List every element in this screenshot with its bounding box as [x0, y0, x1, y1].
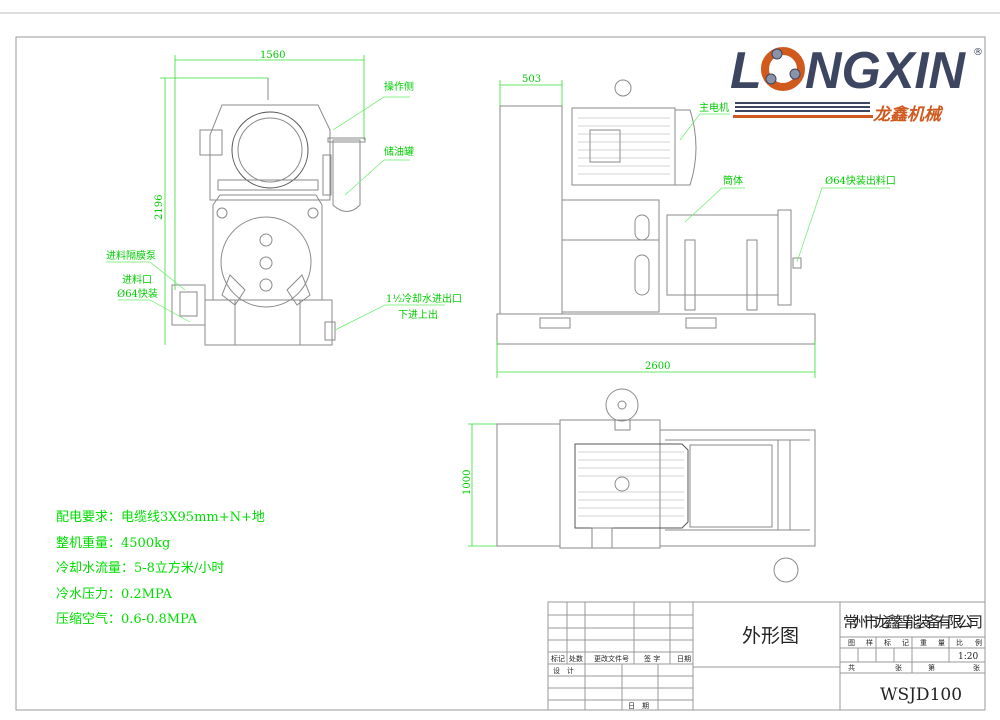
sheet-label: 张	[973, 663, 980, 672]
logo-ball	[765, 73, 777, 85]
title-block: 标记 处数 更改文件号 签 字 日期 设 计 日 期 外形图 常州市龙鑫智能装备…	[547, 601, 986, 711]
registered-mark: ®	[973, 47, 983, 58]
logo-o-ring	[761, 47, 805, 91]
logo-ball	[771, 48, 783, 60]
side-view: 503 2600 主电机 筒体 Ø64快装出料口	[496, 74, 896, 378]
note-power: 配电要求：电缆线3X95mm+N+地	[56, 510, 265, 525]
attr-header: 重	[920, 639, 927, 647]
callout-feed-pump: 进料隔膜泵	[106, 249, 156, 262]
drawing-name: 外形图	[742, 625, 799, 647]
dim-side-offset: 503	[522, 74, 541, 85]
scale-value: 1:20	[958, 652, 978, 662]
sheet-label: 张	[895, 663, 902, 672]
logo-stripe	[735, 110, 870, 112]
logo-stripe	[735, 106, 870, 108]
drawing-number: WSJD100	[880, 685, 962, 705]
attr-header: 量	[938, 639, 945, 647]
technical-notes: 配电要求：电缆线3X95mm+N+地 整机重量：4500kg 冷却水流量：5-8…	[56, 505, 265, 633]
rev-header-count: 处数	[569, 654, 583, 663]
callout-barrel: 筒体	[723, 174, 743, 187]
note-weight: 整机重量：4500kg	[56, 535, 171, 551]
rev-header-sign: 签 字	[644, 654, 660, 663]
rev-header-doc: 更改文件号	[594, 654, 629, 663]
rev-header-date: 日期	[677, 655, 691, 663]
logo-stripe	[733, 115, 873, 118]
top-view: 1000	[462, 388, 816, 583]
dim-height-front: 2196	[154, 195, 165, 220]
attr-header: 标	[884, 638, 891, 647]
drawing-frame	[15, 36, 986, 711]
logo-chinese: 龙鑫机械	[873, 105, 944, 125]
attr-header: 例	[975, 638, 982, 647]
callout-cooling-water: 1½冷却水进出口	[386, 292, 462, 305]
dim-length-side: 2600	[645, 361, 670, 372]
sheet-label: 共	[848, 663, 855, 672]
logo-text: NGXIN	[805, 42, 966, 100]
attr-header: 记	[902, 639, 909, 647]
callout-main-motor: 主电机	[699, 101, 729, 114]
logo-l: L	[730, 42, 762, 100]
note-cooling-pressure: 冷水压力：0.2MPA	[56, 586, 172, 602]
attr-header: 比	[956, 638, 963, 647]
dim-width-front: 1560	[260, 50, 285, 61]
callout-cooling-flow: 下进上出	[398, 308, 438, 321]
attr-header: 图	[848, 639, 855, 647]
design-label: 设 计	[553, 666, 574, 675]
logo-ball	[789, 68, 801, 80]
attr-header: 样	[866, 638, 873, 647]
callout-operator-side: 操作侧	[384, 80, 414, 93]
note-cooling-flow: 冷却水流量：5-8立方米/小时	[56, 561, 225, 577]
callout-outlet: Ø64快装出料口	[825, 174, 896, 187]
date-label: 日 期	[628, 702, 649, 710]
front-view: 1560 2196 操作侧 储油罐 进料隔膜泵 进料口 Ø64快装	[106, 50, 462, 346]
note-air-pressure: 压缩空气：0.6-0.8MPA	[56, 612, 197, 628]
longxin-logo: L NGXIN ® 龙鑫机械	[730, 42, 983, 125]
company-name: 常州市龙鑫智能装备有限公司	[843, 613, 983, 631]
logo-stripe	[735, 102, 870, 104]
callout-feed-inlet: 进料口	[122, 273, 152, 286]
rev-header-mark: 标记	[551, 654, 565, 663]
dim-width-top: 1000	[462, 470, 473, 495]
callout-oil-tank: 储油罐	[384, 145, 414, 158]
sheet-label: 第	[928, 663, 935, 672]
callout-feed-inlet-size: Ø64快装	[117, 287, 158, 300]
